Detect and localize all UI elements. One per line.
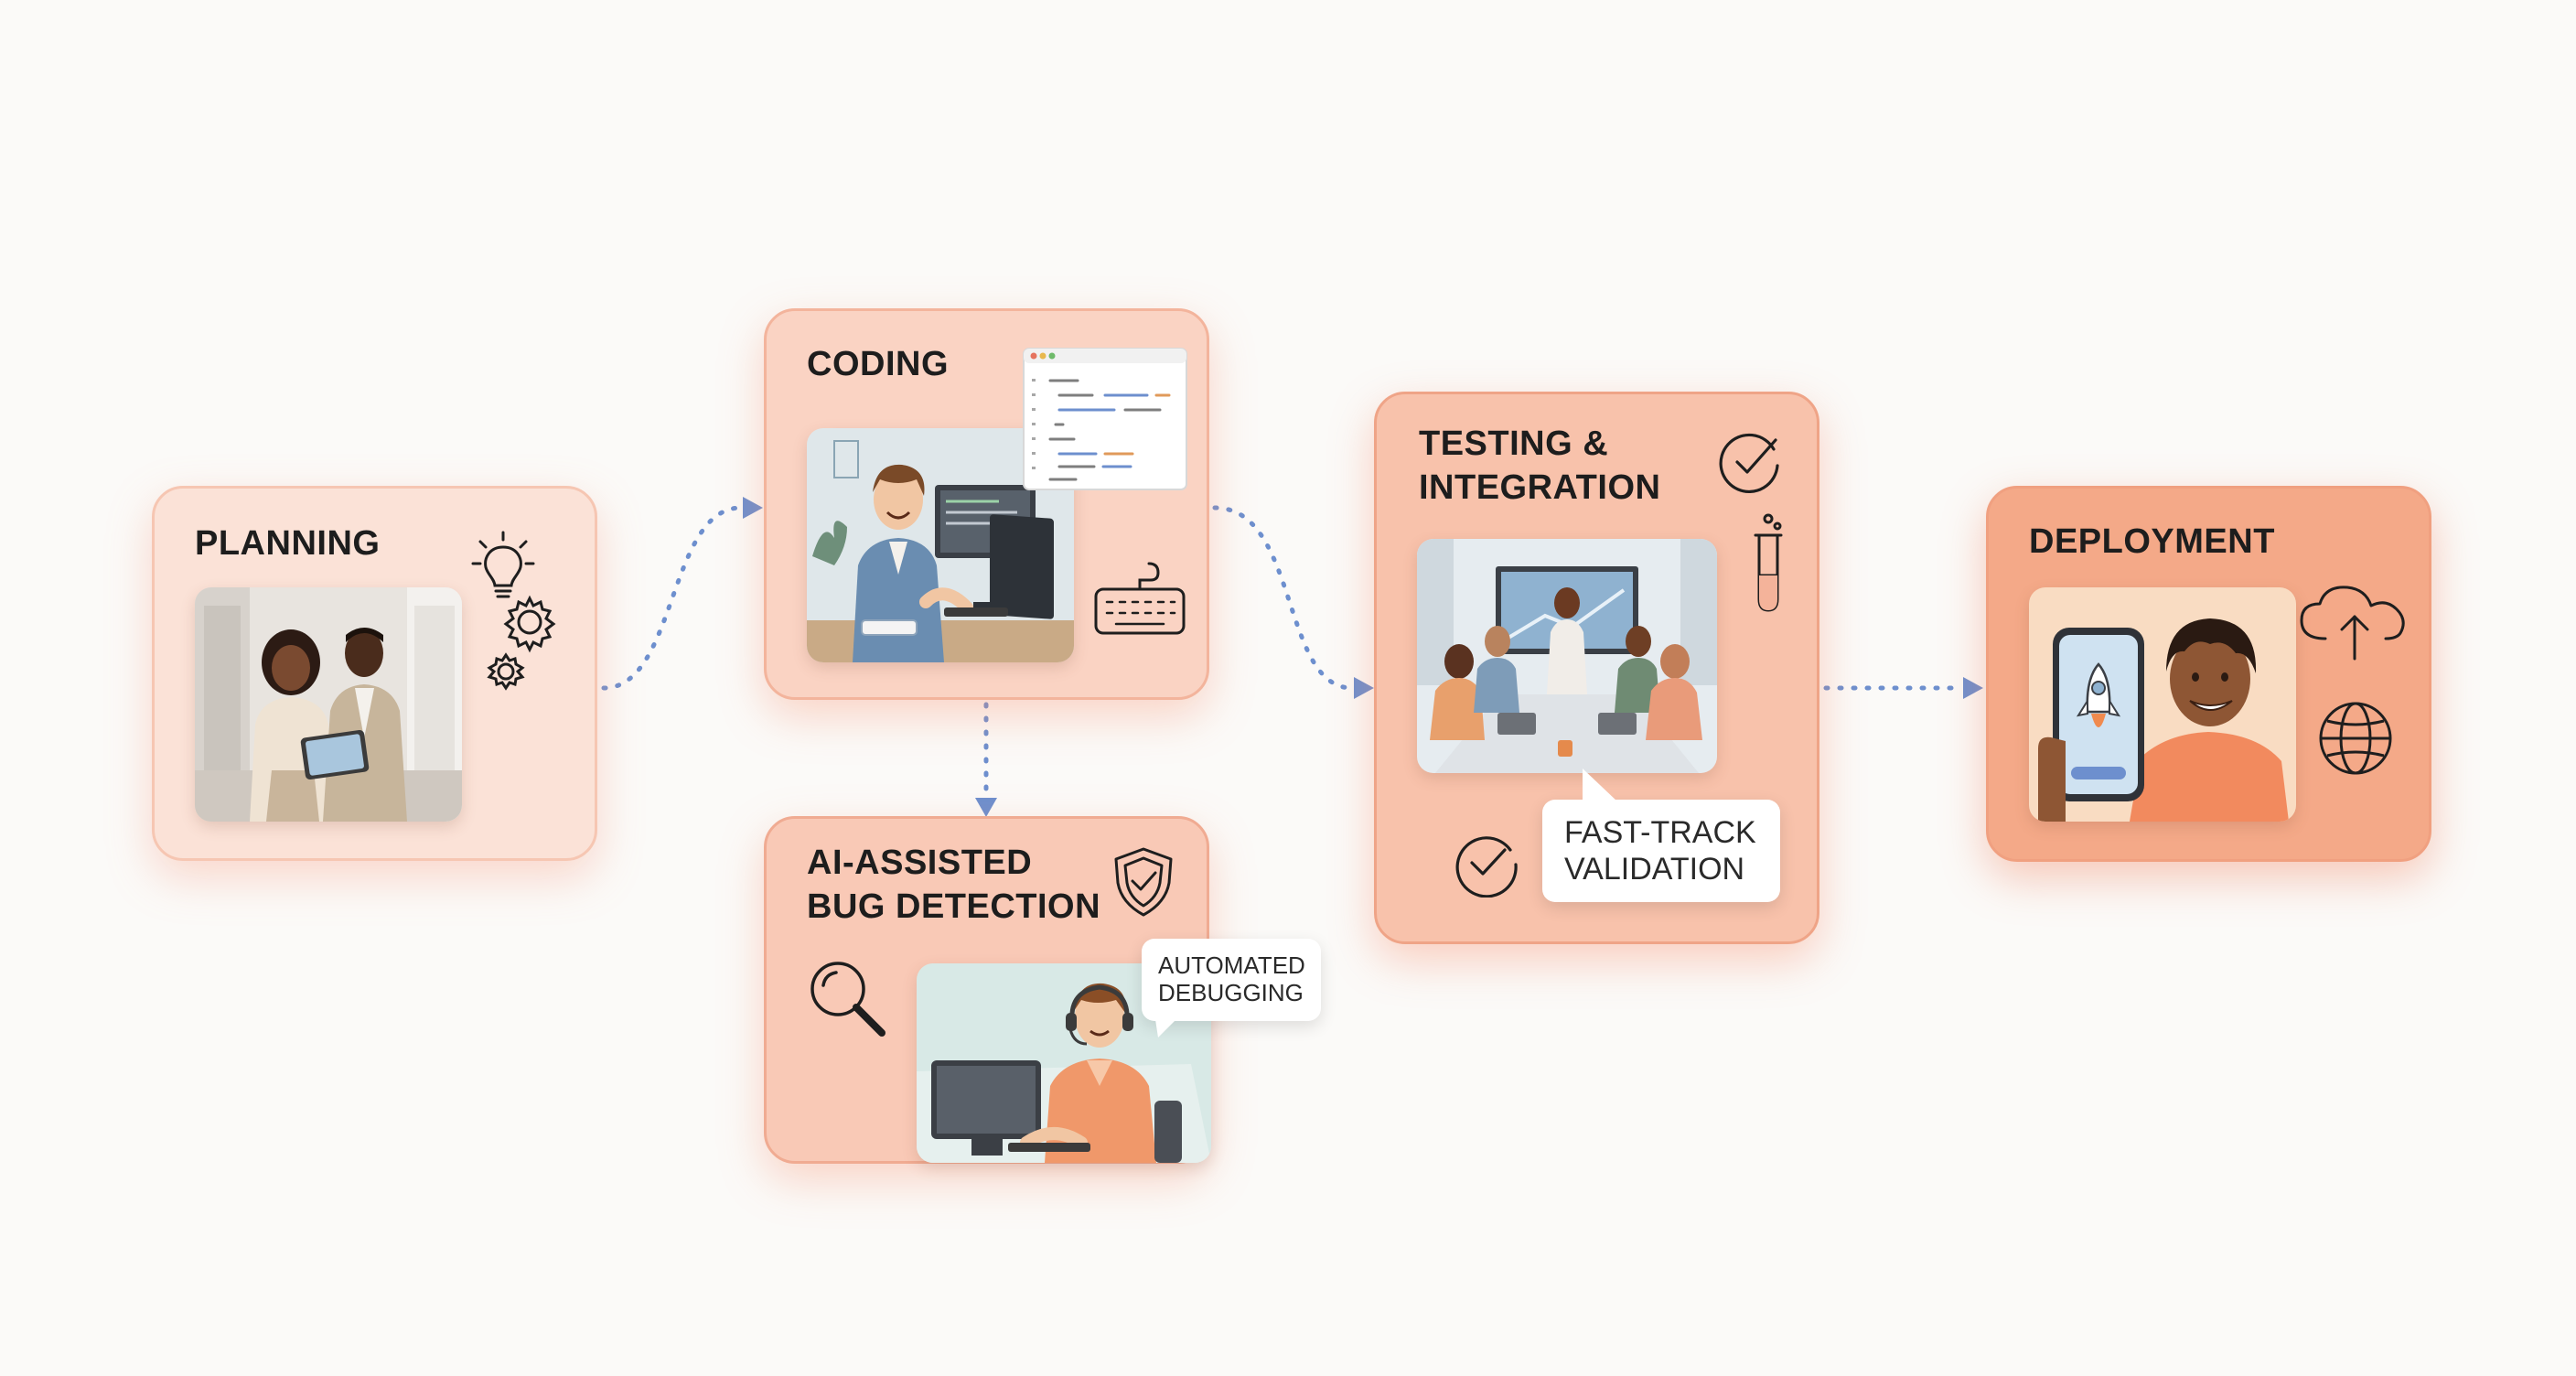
callout-automated-tail: [1154, 1014, 1182, 1037]
stage-title-testing: TESTING & INTEGRATION: [1419, 425, 1661, 507]
gears-icon: [487, 595, 556, 691]
stage-card-bug-detection: AI-ASSISTED BUG DETECTION: [764, 816, 1211, 1164]
arrowhead-deploy: [1963, 677, 1983, 699]
code-window-icon: [1023, 348, 1187, 490]
callout-fast-track-tail: [1583, 769, 1617, 801]
stage-card-planning: PLANNING: [152, 486, 597, 861]
shield-check-icon: [1114, 847, 1173, 917]
callout-fast-track-validation: FAST-TRACK VALIDATION: [1542, 800, 1780, 902]
callout-fast-track-line1: FAST-TRACK: [1564, 815, 1756, 850]
planning-photo: [195, 587, 462, 822]
lightbulb-icon: [471, 531, 535, 598]
stage-card-deployment: DEPLOYMENT: [1986, 486, 2431, 862]
testing-meeting-illustration: [1417, 539, 1717, 773]
stage-title-coding: CODING: [807, 345, 949, 383]
arrowhead-bug: [975, 798, 997, 817]
keyboard-icon: [1094, 562, 1186, 635]
arrowhead-testing: [1354, 677, 1374, 699]
connector-coding-testing: [1212, 505, 1355, 691]
magnifier-icon: [810, 962, 886, 1037]
rocket-icon: [2076, 662, 2121, 727]
test-tube-icon: [1754, 513, 1783, 612]
stage-title-deployment: DEPLOYMENT: [2029, 522, 2275, 561]
stage-card-testing: TESTING & INTEGRATION: [1374, 392, 1819, 944]
arrowhead-coding: [743, 497, 763, 519]
connector-planning-coding: [601, 505, 744, 691]
callout-automated-line2: DEBUGGING: [1158, 979, 1304, 1006]
checkmark-circle-icon: [1719, 433, 1779, 494]
callout-automated-line1: AUTOMATED: [1158, 951, 1305, 979]
stage-card-coding: CODING: [764, 308, 1209, 700]
callout-fast-track-line2: VALIDATION: [1564, 852, 1745, 887]
cloud-upload-icon: [2300, 586, 2405, 661]
stage-title-planning: PLANNING: [195, 524, 381, 563]
check-icon: [1455, 836, 1518, 898]
deployment-illustration: [2029, 587, 2296, 822]
stage-title-bug-detection: AI-ASSISTED BUG DETECTION: [807, 844, 1101, 926]
callout-automated-debugging: AUTOMATED DEBUGGING: [1142, 939, 1321, 1021]
globe-icon: [2319, 702, 2392, 775]
